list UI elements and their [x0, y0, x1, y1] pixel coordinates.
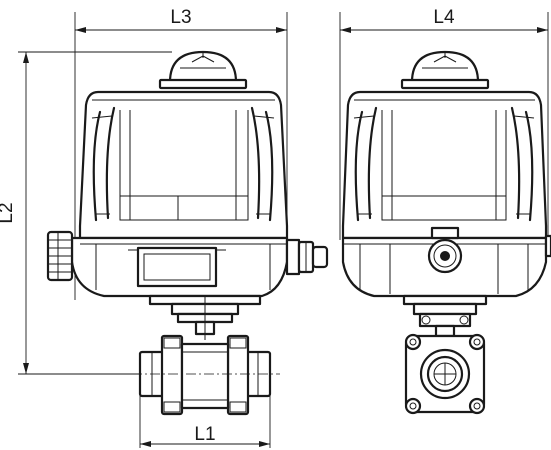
side-view	[341, 50, 551, 415]
actuator-housing-front	[78, 90, 289, 240]
actuator-housing-side	[341, 90, 548, 240]
front-view	[46, 50, 329, 416]
handwheel-knob-front	[46, 230, 74, 282]
cable-gland-side	[427, 226, 463, 274]
mounting-bracket-side	[402, 294, 488, 338]
dimension-label-l1: L1	[194, 424, 215, 445]
dimension-label-l4: L4	[433, 7, 455, 28]
dimension-label-l3: L3	[170, 7, 191, 28]
dimension-l2: L2	[0, 51, 172, 375]
position-indicator-side	[400, 50, 490, 90]
cable-gland-front	[285, 238, 329, 276]
position-indicator-front	[158, 50, 248, 90]
mounting-bracket-front	[148, 294, 262, 340]
dimension-label-l2: L2	[0, 202, 17, 223]
ball-valve-body-side	[404, 333, 486, 415]
dimension-l4: L4	[339, 7, 549, 240]
actuator-base-front	[70, 236, 289, 298]
ball-valve-body-front	[132, 334, 280, 416]
side-boss	[544, 234, 551, 258]
